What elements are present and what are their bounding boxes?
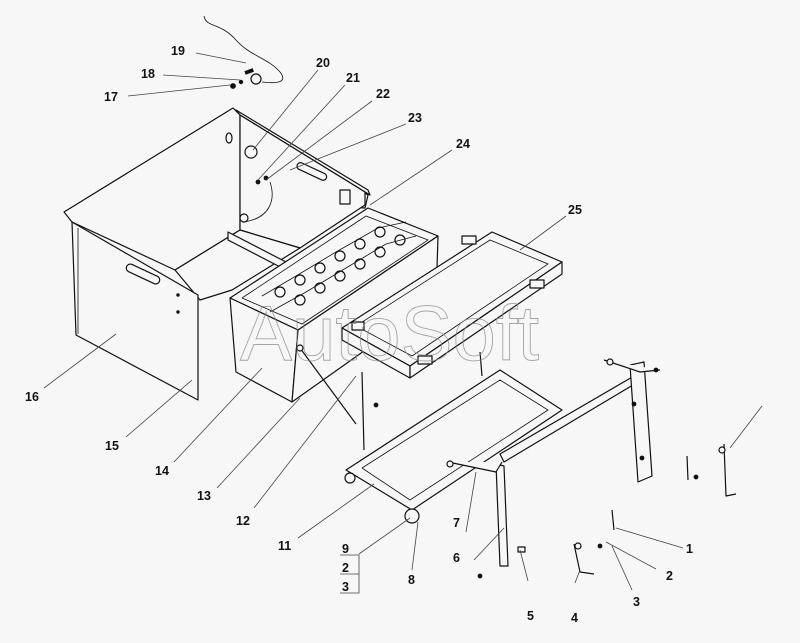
battery-box [63, 107, 371, 401]
group-callout-2: 2 [342, 561, 349, 575]
callout-11: 12 [236, 514, 250, 528]
battery-terminals [261, 221, 417, 313]
callout-23: 24 [456, 137, 470, 151]
callout-20: 21 [346, 71, 360, 85]
leader-lines [43, 52, 763, 594]
callout-3: 3 [633, 595, 640, 609]
callout-7: 7 [453, 516, 460, 530]
callout-16: 17 [104, 90, 118, 104]
hardware [239, 145, 737, 579]
watermark: AutoSoft [240, 289, 540, 377]
callouts: 19 18 17 20 21 22 23 24 25 16 15 14 13 1… [25, 44, 693, 625]
callout-13: 14 [155, 464, 169, 478]
callout-22: 23 [408, 111, 422, 125]
callout-8: 8 [408, 573, 415, 587]
callout-24: 25 [568, 203, 582, 217]
right-post [603, 358, 661, 483]
group-callout-9: 9 [342, 542, 349, 556]
callout-2: 2 [666, 569, 673, 583]
callout-12: 13 [197, 489, 211, 503]
group-callout-3: 3 [342, 580, 349, 594]
support-leg [446, 460, 509, 567]
tray [341, 231, 563, 379]
callout-14: 15 [105, 439, 119, 453]
slide-frame [344, 351, 639, 524]
callout-5: 5 [527, 609, 534, 623]
callout-10: 11 [278, 539, 291, 553]
callout-19: 20 [316, 56, 330, 70]
callout-15: 16 [25, 390, 39, 404]
callout-18: 19 [171, 44, 185, 58]
tie-rod [299, 347, 357, 425]
callout-1: 1 [686, 542, 693, 556]
cable [203, 15, 284, 84]
callout-17: 18 [141, 67, 155, 81]
callout-4: 4 [571, 611, 578, 625]
callout-6: 6 [453, 551, 460, 565]
callout-21: 22 [376, 87, 390, 101]
